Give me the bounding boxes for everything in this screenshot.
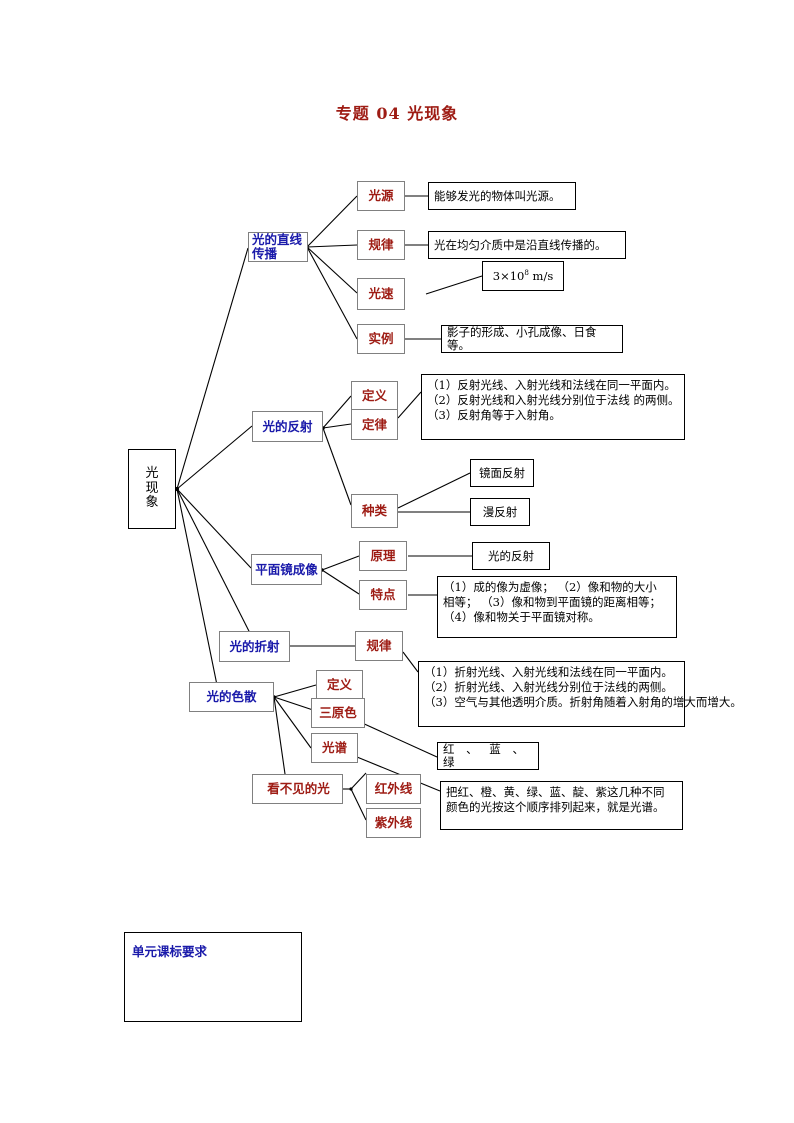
leaf-reflection-law-text: （1）反射光线、入射光线和法线在同一平面内。 （2）反射光线和入射光线分别位于法… (421, 374, 685, 440)
sub-label-refraction-rule: 规律 (366, 638, 392, 653)
sub-label-mirror-features: 特点 (370, 587, 396, 602)
leaf-examples-text: 影子的形成、小孔成像、日食等。 (441, 325, 623, 353)
leaf-text-examples: 影子的形成、小孔成像、日食等。 (447, 325, 597, 352)
branch-rectilinear-propagation[interactable]: 光的直线传播 (248, 232, 308, 262)
branch-label-dispersion: 光的色散 (206, 689, 257, 704)
mirror-features-line-1: （1）成的像为虚像； （2）像和物的大小 (443, 580, 657, 594)
leaf-refraction-law-text: （1）折射光线、入射光线和法线在同一平面内。 （2）折射光线、入射光线分别位于法… (418, 661, 742, 727)
leaf-text-light-source: 能够发光的物体叫光源。 (434, 188, 561, 203)
center-node-light-phenomena[interactable]: 光现象 (128, 449, 176, 529)
branch-label-rectilinear-propagation: 光的直线传播 (252, 232, 303, 261)
leaf-mirror-principle-text: 光的反射 (472, 542, 550, 570)
sub-label-infrared: 红外线 (374, 781, 413, 796)
unit-requirement-label: 单元课标要求 (132, 944, 208, 959)
sub-mirror-features[interactable]: 特点 (359, 580, 407, 610)
center-node-label: 光现象 (145, 466, 160, 511)
reflection-law-line-2: （2）反射光线和入射光线分别位于法线 的两侧。 (427, 393, 680, 408)
sub-label-primary-colors: 三原色 (319, 705, 357, 720)
branch-plane-mirror-imaging[interactable]: 平面镜成像 (251, 554, 322, 585)
leaf-text-diffuse-reflection: 漫反射 (482, 504, 518, 519)
spectrum-line-1: 把红、橙、黄、绿、蓝、靛、紫这几种不同 (446, 785, 665, 799)
sub-spectrum[interactable]: 光谱 (311, 733, 358, 763)
sub-label-examples: 实例 (368, 331, 394, 346)
leaf-spectrum-text: 把红、橙、黄、绿、蓝、靛、紫这几种不同 颜色的光按这个顺序排列起来，就是光谱。 (440, 781, 683, 830)
sub-label-mirror-principle: 原理 (370, 548, 396, 563)
sub-label-light-speed: 光速 (368, 286, 394, 301)
leaf-specular-reflection: 镜面反射 (470, 459, 534, 487)
sub-reflection-types[interactable]: 种类 (351, 494, 398, 528)
branch-dispersion[interactable]: 光的色散 (189, 682, 274, 712)
branch-label-reflection: 光的反射 (262, 418, 313, 434)
sub-label-propagation-rule: 规律 (368, 237, 394, 252)
leaf-text-light-speed: 3×108 m/s (492, 268, 554, 283)
sub-light-source[interactable]: 光源 (357, 181, 405, 211)
leaf-primary-colors-text: 红 、 蓝 、 绿 (437, 742, 539, 770)
sub-label-reflection-definition: 定义 (361, 388, 387, 403)
sub-ultraviolet[interactable]: 紫外线 (366, 808, 421, 838)
branch-reflection[interactable]: 光的反射 (252, 411, 323, 442)
refraction-law-line-2: （2）折射光线、入射光线分别位于法线的两侧。 (424, 680, 673, 695)
spectrum-line-2: 颜色的光按这个顺序排列起来，就是光谱。 (446, 800, 665, 815)
branch-label-plane-mirror-imaging: 平面镜成像 (255, 561, 318, 577)
sub-reflection-definition[interactable]: 定义 (351, 381, 398, 411)
sub-label-reflection-types: 种类 (361, 503, 387, 518)
branch-label-invisible-light: 看不见的光 (267, 781, 330, 796)
leaf-text-propagation-rule: 光在均匀介质中是沿直线传播的。 (434, 237, 607, 252)
sub-label-light-source: 光源 (368, 188, 394, 203)
leaf-mirror-features-text: （1）成的像为虚像； （2）像和物的大小 相等； （3）像和物到平面镜的距离相等… (437, 576, 677, 638)
sub-examples[interactable]: 实例 (357, 324, 405, 354)
sub-label-reflection-law: 定律 (361, 416, 387, 432)
refraction-law-line-1: （1）折射光线、入射光线和法线在同一平面内。 (424, 665, 673, 679)
sub-reflection-law[interactable]: 定律 (351, 409, 398, 440)
sub-infrared[interactable]: 红外线 (366, 774, 421, 804)
mirror-features-line-3: （4）像和物关于平面镜对称。 (443, 610, 600, 625)
leaf-light-speed-value: 3×108 m/s (482, 261, 564, 291)
refraction-law-line-3: （3）空气与其他透明介质。折射角随着入射角的增大而增大。 (424, 695, 742, 710)
branch-refraction[interactable]: 光的折射 (219, 631, 290, 662)
leaf-propagation-rule-text: 光在均匀介质中是沿直线传播的。 (428, 231, 626, 259)
sub-label-dispersion-definition: 定义 (326, 677, 352, 692)
sub-primary-colors[interactable]: 三原色 (311, 698, 365, 728)
reflection-law-line-1: （1）反射光线、入射光线和法线在同一平面内。 (427, 378, 676, 392)
sub-mirror-principle[interactable]: 原理 (359, 541, 407, 571)
sub-propagation-rule[interactable]: 规律 (357, 230, 405, 260)
sub-label-spectrum: 光谱 (321, 740, 347, 755)
unit-requirement-box[interactable]: 单元课标要求 (124, 932, 302, 1022)
page-title: 专题 04 光现象 (335, 104, 459, 123)
leaf-light-source-definition: 能够发光的物体叫光源。 (428, 182, 576, 210)
sub-dispersion-definition[interactable]: 定义 (316, 670, 363, 700)
reflection-law-line-3: （3）反射角等于入射角。 (427, 408, 561, 423)
leaf-text-mirror-principle: 光的反射 (488, 548, 534, 563)
leaf-text-specular-reflection: 镜面反射 (479, 465, 525, 480)
sub-refraction-rule[interactable]: 规律 (355, 631, 403, 661)
leaf-diffuse-reflection: 漫反射 (470, 498, 530, 526)
sub-label-ultraviolet: 紫外线 (374, 815, 413, 830)
branch-invisible-light[interactable]: 看不见的光 (252, 774, 343, 804)
sub-light-speed[interactable]: 光速 (357, 278, 405, 310)
mirror-features-line-2: 相等； （3）像和物到平面镜的距离相等； (443, 595, 661, 610)
branch-label-refraction: 光的折射 (229, 638, 280, 654)
leaf-text-primary-colors: 红 、 蓝 、 绿 (443, 742, 528, 769)
